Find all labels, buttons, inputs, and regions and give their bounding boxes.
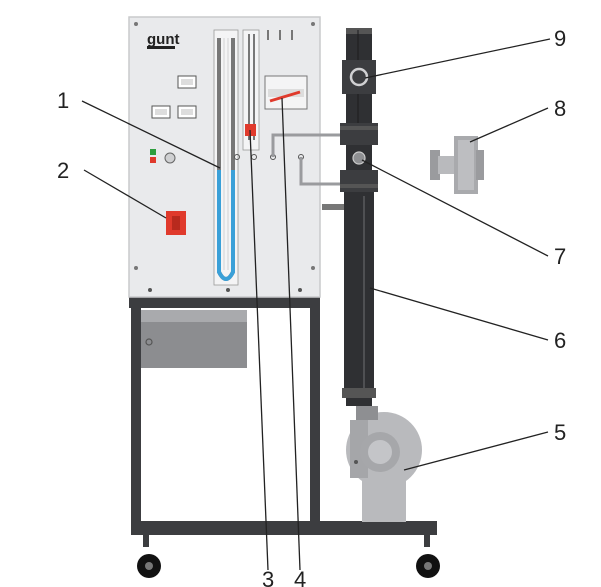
nozzle-insert <box>430 136 484 194</box>
pressure-gauge <box>264 75 308 110</box>
radial-fan <box>346 406 422 522</box>
instrument-panel: gunt <box>128 16 345 298</box>
callout-6: 6 <box>554 328 566 353</box>
stand-base-rail <box>131 521 437 535</box>
callout-labels: 1 2 3 4 5 6 7 8 9 <box>57 26 566 587</box>
caster-left <box>137 535 161 578</box>
pitot-port <box>352 151 366 165</box>
inclined-manometer <box>242 29 260 151</box>
green-indicator <box>150 149 156 155</box>
stand-left-leg <box>131 306 141 526</box>
stand-frame <box>129 295 440 578</box>
brand-logo: gunt <box>147 31 179 48</box>
u-tube-manometer <box>213 29 239 286</box>
callout-8: 8 <box>554 96 566 121</box>
control-knob <box>164 152 176 164</box>
callout-4: 4 <box>294 567 306 587</box>
stand-right-leg <box>310 306 320 526</box>
caster-right <box>416 535 440 578</box>
red-indicator <box>150 157 156 163</box>
callout-5: 5 <box>554 420 566 445</box>
callout-2: 2 <box>57 158 69 183</box>
callout-9: 9 <box>554 26 566 51</box>
callout-3: 3 <box>262 567 274 587</box>
callout-leaders <box>81 38 551 571</box>
callout-1: 1 <box>57 88 69 113</box>
callout-7: 7 <box>554 244 566 269</box>
vertical-duct <box>322 28 378 406</box>
